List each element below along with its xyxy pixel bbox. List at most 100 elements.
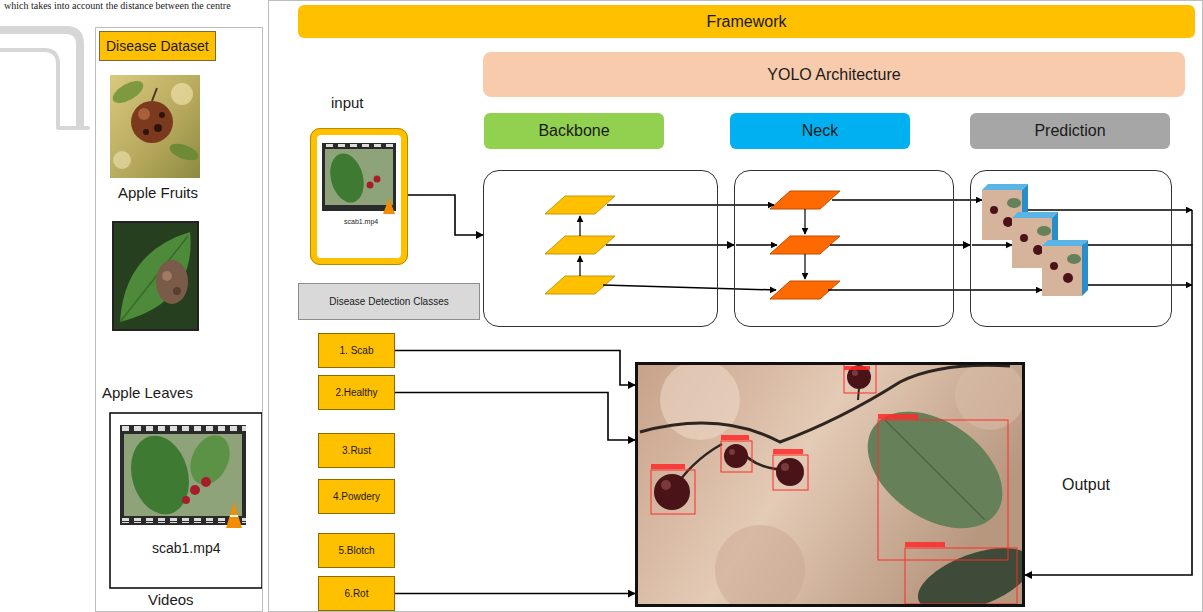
fruit-photo (159, 112, 165, 118)
class-name: 4.Powdery (333, 491, 380, 503)
output-photo (721, 435, 749, 440)
neck-layers (804, 254, 805, 279)
prediction-maps (1067, 254, 1081, 264)
output-photo (660, 362, 740, 440)
classes-title: Disease Detection Classes (329, 296, 449, 308)
prediction-maps (1033, 245, 1043, 255)
output-photo (635, 362, 1025, 607)
dataset-caption: Videos (148, 591, 194, 608)
input-thumbnail (367, 182, 374, 189)
connector-arrow (408, 195, 483, 235)
prediction-maps (990, 206, 998, 214)
backbone-layers (579, 256, 580, 276)
feature-flow (1088, 284, 1192, 286)
output-photo (905, 542, 945, 547)
video-thumbnail (120, 426, 246, 431)
file-name: scab1.mp4 (344, 218, 378, 226)
feature-flow (972, 244, 1012, 246)
class-box: 5.Blotch (318, 533, 395, 568)
output-image: Output (635, 362, 1025, 607)
neck-layers (770, 191, 840, 299)
fruit-photo (109, 77, 146, 108)
backbone-layers (545, 236, 615, 254)
prediction-maps (1042, 240, 1088, 246)
prediction-maps (982, 184, 1028, 190)
leaf-photo (113, 222, 198, 330)
leaf-photo (120, 232, 191, 322)
leaf-photo (173, 287, 181, 295)
connector-arrow (1025, 245, 1192, 575)
feature-flow (603, 285, 776, 290)
fruit-photo (154, 124, 162, 132)
feature-flow (603, 200, 1192, 290)
leaf-photo (113, 222, 198, 330)
video-thumbnail (110, 413, 262, 588)
architecture-title: YOLO Architecture (767, 66, 900, 84)
fruit-photo (109, 75, 200, 178)
backbone-layers (545, 196, 615, 214)
backbone-stage: Backbone (483, 170, 718, 327)
output-photo (773, 449, 803, 454)
class-name: 2.Healthy (335, 387, 377, 399)
video-thumbnail (201, 477, 211, 487)
stage-heading: Prediction (970, 113, 1170, 149)
dataset-panel: Disease Dataset (95, 27, 263, 612)
video-thumbnail (120, 518, 246, 523)
class-box: 6.Rot (318, 576, 395, 611)
leaf-photo (162, 271, 172, 281)
fruit-photo (110, 75, 200, 178)
prediction-maps (1082, 240, 1088, 296)
classes-header: Disease Detection Classes (298, 283, 480, 320)
output-photo (654, 474, 690, 510)
output-photo (651, 470, 695, 514)
video-thumbnail (123, 429, 198, 521)
class-name: 5.Blotch (338, 545, 374, 557)
output-photo (721, 441, 752, 472)
input-thumbnail (310, 128, 408, 265)
file-name: scab1.mp4 (152, 540, 220, 556)
neck-stage: Neck (734, 170, 954, 327)
fruit-photo (113, 151, 131, 169)
neck-layers (770, 191, 840, 209)
feature-flow (1191, 210, 1193, 245)
class-box: 1. Scab (318, 333, 395, 368)
watermark-bracket (0, 30, 88, 128)
leaf-photo (120, 236, 188, 322)
dataset-caption: Apple Leaves (102, 384, 193, 401)
fruit-photo (171, 83, 193, 105)
class-name: 1. Scab (340, 345, 374, 357)
panel-heading: Disease Dataset (99, 31, 216, 61)
fruit-photo (138, 108, 150, 120)
prediction-maps (1003, 217, 1013, 227)
input-thumbnail (322, 144, 396, 147)
class-name: 6.Rot (345, 588, 369, 600)
feature-flow (736, 244, 777, 246)
framework-bar: Framework (298, 5, 1195, 38)
video-thumbnail (230, 515, 238, 517)
input-label: input (331, 94, 364, 111)
feature-flow (1028, 209, 1192, 211)
prediction-maps (1050, 262, 1058, 270)
video-thumbnail (182, 496, 190, 504)
prediction-maps (1020, 234, 1028, 242)
feature-flow (606, 244, 718, 246)
fruit-photo (168, 140, 201, 163)
feature-flow (832, 199, 982, 201)
backbone-layers (545, 196, 615, 294)
class-name: 3.Rust (342, 445, 371, 457)
framework-panel: Framework input scab1.mp4 YOLO Architecture… (268, 0, 1203, 612)
watermark-bracket (0, 30, 80, 126)
input-thumbnail (310, 128, 408, 265)
prediction-maps (1042, 240, 1088, 296)
output-photo (715, 525, 805, 607)
output-label: Output (1062, 476, 1110, 494)
video-thumbnail (110, 413, 262, 588)
fruit-photo (152, 88, 157, 101)
class-box: 2.Healthy (318, 375, 395, 410)
output-photo (773, 455, 808, 490)
prediction-stage: Prediction (970, 170, 1172, 327)
output-photo (781, 463, 789, 471)
video-thumbnail (183, 429, 238, 491)
watermark-bracket (0, 50, 58, 126)
